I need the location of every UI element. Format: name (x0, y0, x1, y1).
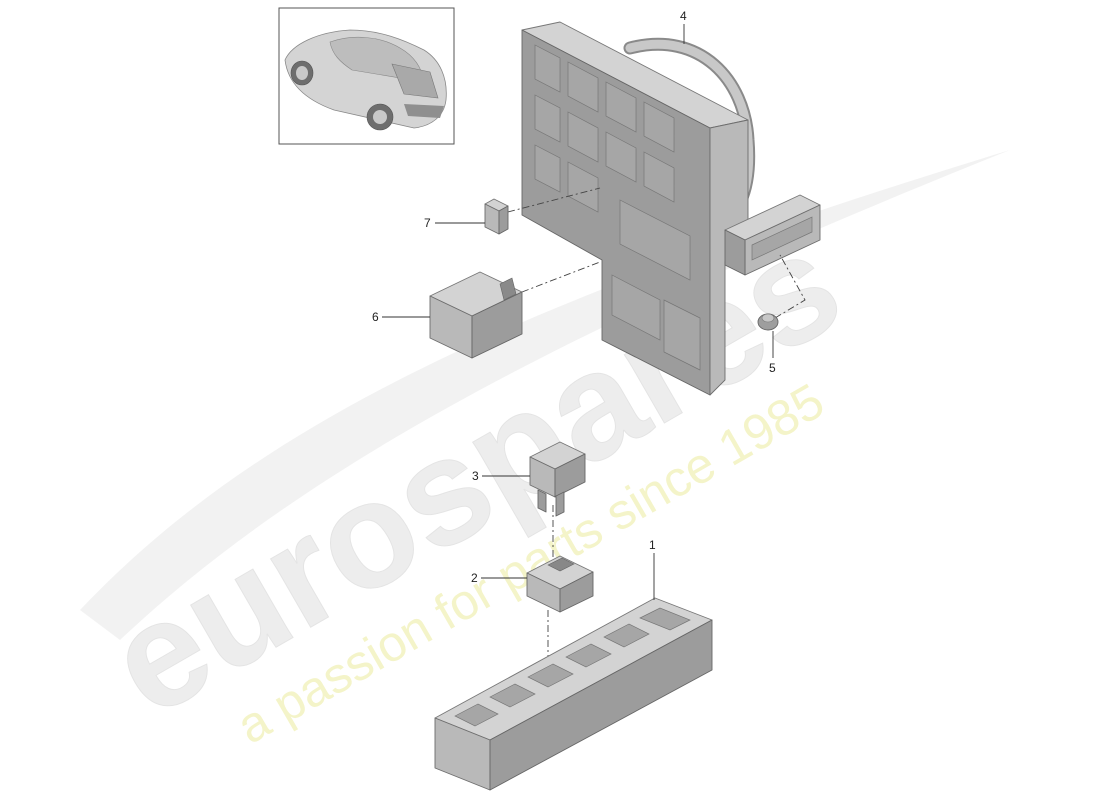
callout-6: 6 (372, 310, 430, 324)
tray-slots (454, 607, 691, 727)
callouts: 1 2 3 4 5 6 7 (372, 9, 776, 600)
callout-label-7: 7 (424, 216, 431, 230)
carrier-slots (534, 44, 701, 371)
callout-label-3: 3 (472, 469, 479, 483)
callout-3: 3 (472, 469, 530, 483)
fuse-part-7 (484, 198, 509, 235)
car-icon (284, 29, 447, 131)
callout-label-4: 4 (680, 9, 687, 23)
callout-2: 2 (471, 571, 527, 585)
callout-5: 5 (769, 331, 776, 375)
relay-part-3 (529, 441, 586, 517)
callout-label-2: 2 (471, 571, 478, 585)
relay-base-part-2 (526, 555, 594, 613)
callout-7: 7 (424, 216, 485, 230)
callout-4: 4 (680, 9, 687, 44)
carrier-arm (724, 194, 821, 276)
relay-part-6 (429, 271, 523, 359)
assembly-lines (507, 187, 806, 660)
car-thumbnail (278, 7, 455, 145)
callout-1: 1 (649, 538, 656, 600)
callout-label-5: 5 (769, 361, 776, 375)
base-tray-part-1 (434, 597, 713, 791)
watermark-swoosh (80, 150, 1010, 640)
nut-part-5 (757, 313, 779, 331)
callout-label-1: 1 (649, 538, 656, 552)
callout-label-6: 6 (372, 310, 379, 324)
